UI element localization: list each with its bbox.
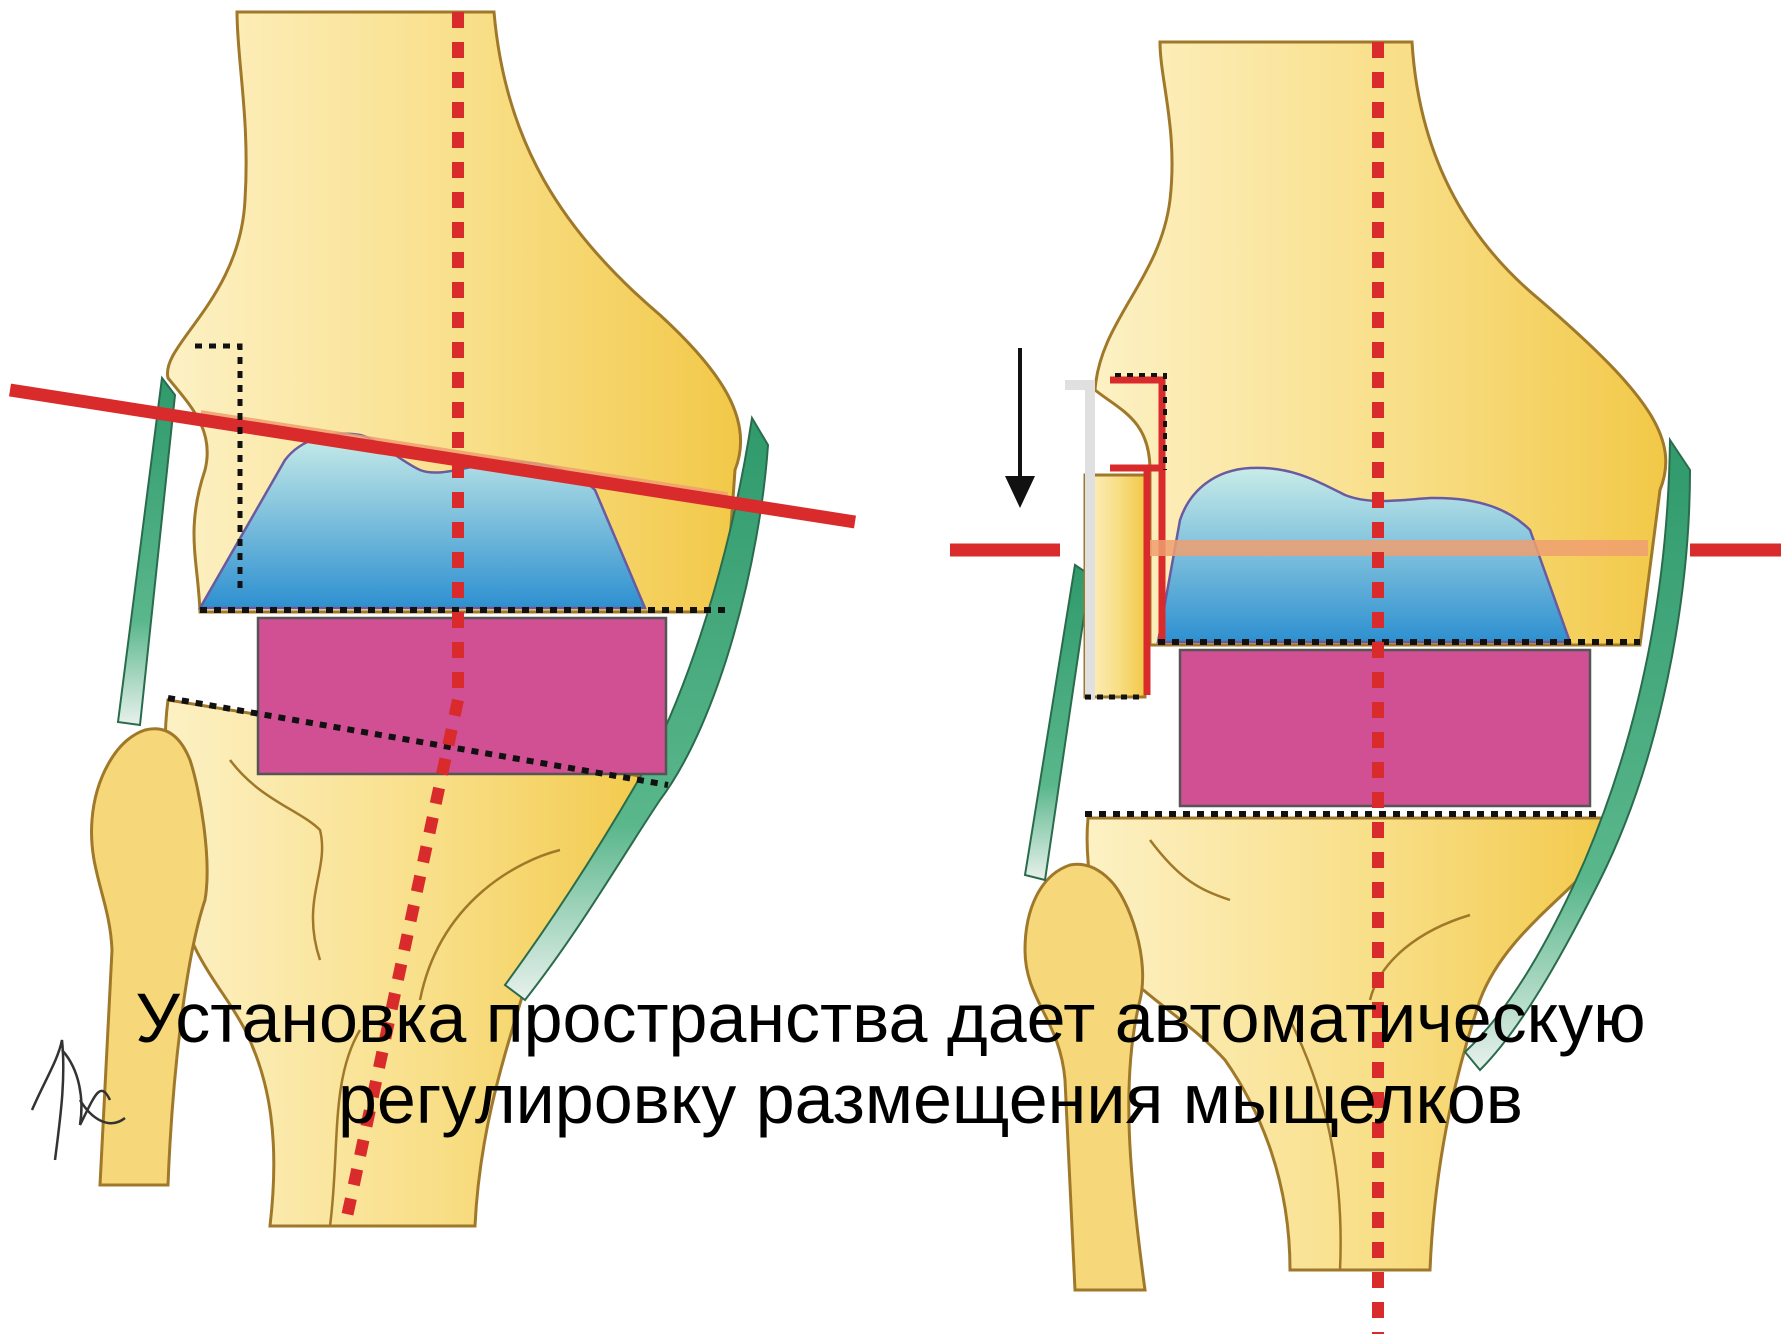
- right-medial-ligament: [1025, 565, 1090, 880]
- caption-line-2: регулировку размещения мыщелков: [40, 1059, 1781, 1139]
- arrow-down-icon: [1005, 348, 1035, 508]
- right-spacer-block: [1180, 650, 1590, 806]
- left-tibia: [165, 700, 665, 1226]
- right-knee: [950, 42, 1781, 1334]
- left-medial-ligament: [118, 378, 175, 725]
- caption-line-1: Установка пространства дает автоматическ…: [0, 978, 1781, 1058]
